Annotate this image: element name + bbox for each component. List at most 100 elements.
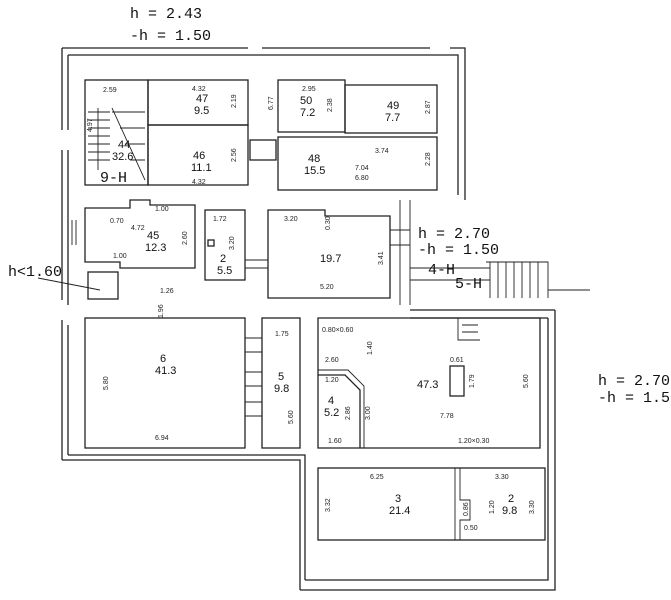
room-3 <box>317 467 546 541</box>
dimension-label: 1.40 <box>367 341 374 355</box>
room-48 <box>277 136 438 191</box>
dimension-label: 3.30 <box>529 500 536 514</box>
room-4-wall <box>318 374 361 448</box>
room-label: 5 <box>278 371 284 383</box>
dimension-label: 2.28 <box>425 152 432 166</box>
dimension-label: 3.20 <box>229 236 236 250</box>
dimension-label: 5.60 <box>288 410 295 424</box>
dimension-label: 0.70 <box>110 218 124 225</box>
room-label: 5.2 <box>324 407 339 419</box>
room-label: 50 <box>300 95 312 107</box>
dimension-label: 5.80 <box>103 376 110 390</box>
dimension-label: 2.56 <box>231 148 238 162</box>
height-right: h = 2.70 <box>598 373 670 390</box>
height-mid: h = 2.70 <box>418 226 490 243</box>
room-label: 47.3 <box>417 379 438 391</box>
dimension-label: 6.77 <box>268 96 275 110</box>
dimension-label: 3.00 <box>365 406 372 420</box>
dimension-label: 1.60 <box>328 438 342 445</box>
dimension-label: 2.60 <box>182 231 189 245</box>
dimension-label: 1.00 <box>155 206 169 213</box>
room-7 <box>317 317 541 449</box>
room-label: 32.6 <box>112 151 133 163</box>
room-label: 9.8 <box>274 383 289 395</box>
dimension-label: 4.32 <box>192 86 206 93</box>
room-label: 3 <box>395 493 401 505</box>
column <box>449 365 465 397</box>
room-label: 48 <box>308 153 320 165</box>
dimension-label: 1.26 <box>160 288 174 295</box>
room-6 <box>84 317 246 449</box>
dimension-label: 1.75 <box>275 331 289 338</box>
room-label: 6 <box>160 353 166 365</box>
room-label: 44 <box>118 139 130 151</box>
dimension-label: 1.96 <box>158 304 165 318</box>
room-label: 7.2 <box>300 107 315 119</box>
room-label: 19.7 <box>320 253 341 265</box>
dimension-label: 2.59 <box>103 87 117 94</box>
dimension-labels: 2.59 4.97 4.32 2.19 2.56 4.32 2.95 6.77 … <box>87 86 536 532</box>
dimension-label: 1.20×0.30 <box>458 438 489 445</box>
room-label: 41.3 <box>155 365 176 377</box>
dimension-label: 6.25 <box>370 474 384 481</box>
dimension-label: 1.72 <box>213 216 227 223</box>
dimension-label: 4.72 <box>131 225 145 232</box>
dimension-label: 2.19 <box>231 94 238 108</box>
room-label: 4 <box>328 395 334 407</box>
room-label: 2 <box>508 493 514 505</box>
passage <box>249 139 277 161</box>
dimension-label: 0.61 <box>450 357 464 364</box>
exit-labels: 9-H 4-H 5-H <box>100 170 482 293</box>
room-label: 7.7 <box>385 112 400 124</box>
walls <box>37 47 590 591</box>
height-mid-neg: -h = 1.50 <box>418 242 499 259</box>
dimension-label: 0.30 <box>325 216 332 230</box>
dimension-label: 7.04 <box>355 165 369 172</box>
dimension-label: 1.79 <box>469 374 476 388</box>
dimension-label: 2.60 <box>325 357 339 364</box>
room-label: 47 <box>196 93 208 105</box>
room-label: 49 <box>387 100 399 112</box>
room-49 <box>344 84 438 134</box>
dimension-label: 3.32 <box>325 498 332 512</box>
room-label: 5.5 <box>217 265 232 277</box>
exit-9: 9-H <box>100 170 127 187</box>
dimension-label: 1.20 <box>489 500 496 514</box>
dimension-label: 0.86 <box>463 502 470 516</box>
height-top: h = 2.43 <box>130 6 202 23</box>
dimension-label: 7.78 <box>440 413 454 420</box>
dimension-label: 1.20 <box>325 377 339 384</box>
room-label: 12.3 <box>145 242 166 254</box>
dimension-label: 0.80×0.60 <box>322 327 353 334</box>
dimension-label: 2.87 <box>425 100 432 114</box>
dimension-label: 5.20 <box>320 284 334 291</box>
dimension-label: 0.50 <box>464 525 478 532</box>
room-label: 15.5 <box>304 165 325 177</box>
exit-5: 5-H <box>455 276 482 293</box>
dimension-label: 6.80 <box>355 175 369 182</box>
room-label: 46 <box>193 150 205 162</box>
room-label: 45 <box>147 230 159 242</box>
room-label: 2 <box>220 253 226 265</box>
room-small <box>87 271 119 300</box>
room-label: 9.8 <box>502 505 517 517</box>
dimension-label: 2.95 <box>302 86 316 93</box>
dimension-label: 2.86 <box>345 406 352 420</box>
dimension-label: 1.00 <box>113 253 127 260</box>
room-45 <box>84 199 196 269</box>
exit-4: 4-H <box>428 262 455 279</box>
room-label: 11.1 <box>191 162 212 174</box>
dimension-label: 5.60 <box>523 374 530 388</box>
dimension-label: 2.38 <box>327 98 334 112</box>
height-right-neg: -h = 1.50 <box>598 390 671 407</box>
dimension-label: 3.20 <box>284 216 298 223</box>
room-label: 9.5 <box>194 105 209 117</box>
dimension-label: 4.97 <box>87 118 94 132</box>
room-5 <box>261 317 301 449</box>
room-label: 21.4 <box>389 505 410 517</box>
dimension-label: 3.41 <box>378 251 385 265</box>
dimension-label: 3.74 <box>375 148 389 155</box>
room-1 <box>267 209 391 299</box>
